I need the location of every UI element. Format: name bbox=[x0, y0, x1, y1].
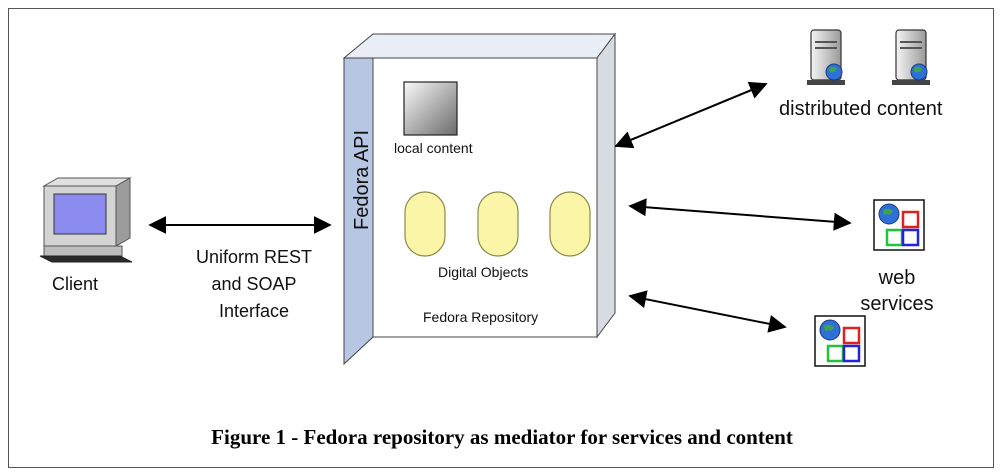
web-service-arrow-2 bbox=[628, 290, 787, 333]
distributed-content-label: distributed content bbox=[779, 98, 943, 120]
fedora-repository-label: Fedora Repository bbox=[423, 309, 538, 325]
web-service-icon bbox=[814, 315, 866, 367]
digital-object-2 bbox=[477, 191, 519, 257]
desktop-computer-icon bbox=[39, 177, 133, 263]
fedora-api-bar bbox=[343, 57, 374, 366]
fedora-repository-box: Fedora API local content Digital Objects… bbox=[342, 32, 616, 366]
server-globe-icon bbox=[892, 29, 930, 85]
web-services-label-line-1: web bbox=[878, 267, 916, 289]
web-service-arrow-1 bbox=[628, 198, 852, 231]
distributed-content-arrow bbox=[614, 81, 768, 149]
repository-side-face bbox=[596, 32, 616, 339]
digital-object-3 bbox=[549, 191, 591, 257]
interface-label-line-2: and SOAP bbox=[211, 274, 296, 294]
web-services-label-line-2: services bbox=[860, 293, 933, 315]
figure-caption: Figure 1 - Fedora repository as mediator… bbox=[211, 425, 793, 449]
server-globe-icon bbox=[807, 29, 845, 85]
digital-object-1 bbox=[404, 191, 446, 257]
interface-label-line-3: Interface bbox=[219, 301, 289, 321]
repository-top-face bbox=[342, 33, 616, 59]
fedora-api-label: Fedora API bbox=[351, 130, 373, 230]
web-service-icon bbox=[873, 199, 925, 251]
local-content-label: local content bbox=[394, 140, 473, 156]
client-label: Client bbox=[52, 274, 98, 294]
interface-label-line-1: Uniform REST bbox=[196, 247, 312, 267]
local-content-icon bbox=[403, 81, 458, 136]
digital-objects-label: Digital Objects bbox=[438, 264, 528, 280]
